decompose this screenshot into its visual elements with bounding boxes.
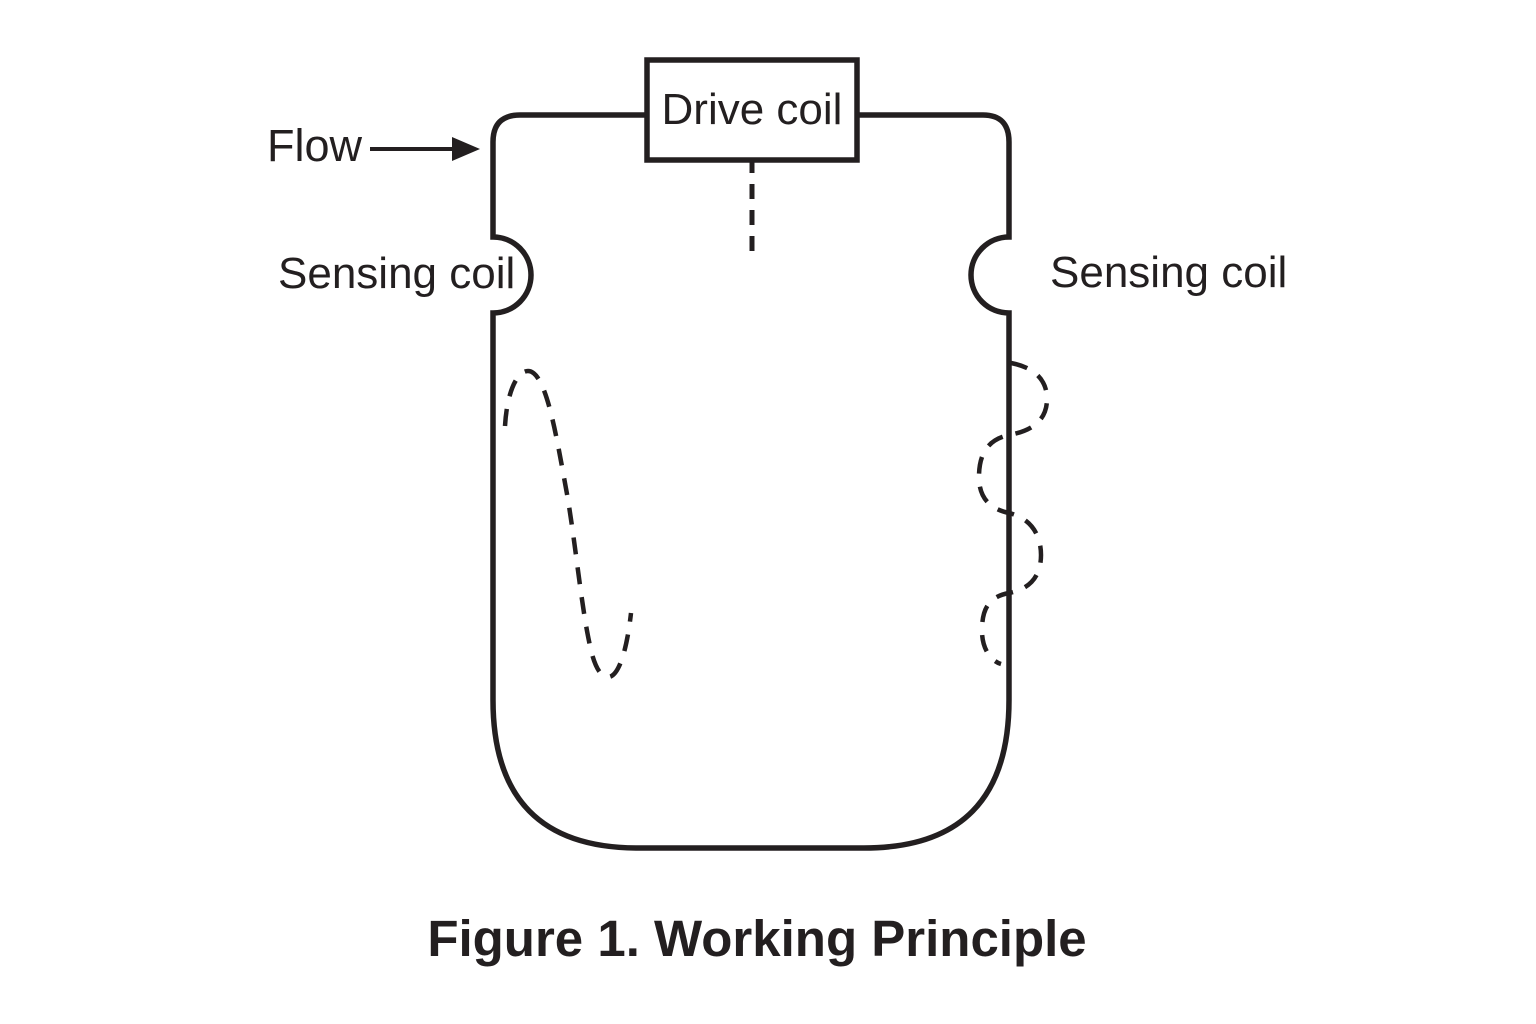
figure-caption: Figure 1. Working Principle — [427, 910, 1086, 967]
drive-coil-label: Drive coil — [662, 85, 843, 134]
left-vibration-dashed-curve — [502, 368, 634, 680]
right-vibration-dashed-curve — [976, 360, 1050, 667]
flow-tube-outline — [490, 112, 1012, 851]
sensing-coil-label-right: Sensing coil — [1050, 248, 1287, 297]
flow-arrow — [370, 137, 480, 161]
flow-label: Flow — [267, 120, 363, 171]
drive-coil-box — [644, 57, 860, 163]
sensing-coil-label-left: Sensing coil — [278, 249, 515, 298]
flow-arrow-head — [452, 137, 480, 161]
